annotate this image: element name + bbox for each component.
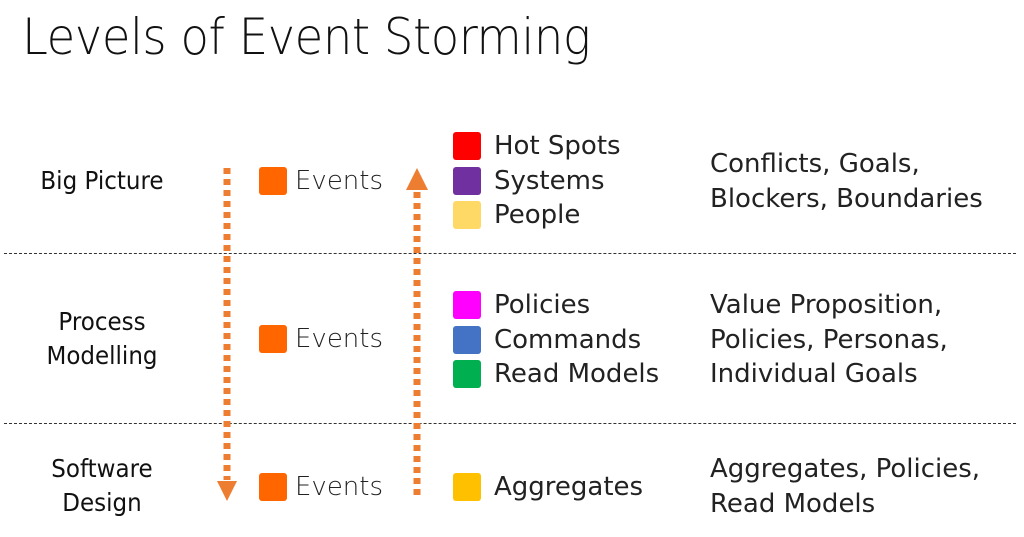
events-sticky-swatch — [259, 325, 287, 353]
level-process-modelling: Process Modelling — [10, 305, 194, 373]
level-name-line2: Design — [62, 488, 142, 517]
legend-label: Systems — [494, 165, 605, 196]
legend-label: Read Models — [494, 359, 660, 390]
events-label: Events — [295, 166, 384, 196]
level-big-picture: Big Picture — [10, 164, 194, 198]
legend-item-policies: Policies — [453, 288, 659, 323]
level-separator — [4, 423, 1016, 424]
legend-label: Commands — [494, 324, 642, 355]
aggregates-swatch — [453, 473, 481, 502]
systems-swatch — [453, 166, 481, 195]
events-sticky-swatch — [259, 473, 287, 501]
legend-item-systems: Systems — [453, 164, 621, 199]
level-name-line1: Process — [58, 307, 146, 336]
level-separator — [4, 253, 1016, 254]
legend-item-people: People — [453, 198, 621, 233]
big-picture-sticky-legend: Hot Spots Systems People — [453, 129, 621, 233]
events-item: Events — [259, 166, 383, 196]
process-modelling-sticky-legend: Policies Commands Read Models — [453, 288, 659, 392]
legend-label: People — [494, 200, 581, 231]
level-name: Big Picture — [40, 166, 164, 195]
events-label: Events — [295, 472, 384, 502]
level-software-design: Software Design — [10, 452, 194, 520]
level-name-line1: Software — [51, 454, 153, 483]
software-design-description: Aggregates, Policies, Read Models — [710, 454, 981, 519]
software-design-sticky-legend: Aggregates — [453, 470, 643, 505]
read-models-swatch — [453, 360, 481, 389]
people-swatch — [453, 201, 481, 230]
up-arrow-icon — [406, 168, 428, 496]
commands-swatch — [453, 325, 481, 354]
events-sticky-swatch — [259, 167, 287, 195]
legend-label: Aggregates — [494, 472, 644, 503]
hot-spots-swatch — [453, 132, 481, 161]
legend-label: Hot Spots — [494, 131, 621, 162]
big-picture-description: Conflicts, Goals, Blockers, Boundaries — [710, 149, 983, 214]
legend-item-commands: Commands — [453, 323, 659, 358]
events-item: Events — [259, 324, 383, 354]
legend-item-aggregates: Aggregates — [453, 470, 643, 505]
level-name-line2: Modelling — [46, 341, 158, 370]
process-modelling-description: Value Proposition, Policies, Personas, I… — [710, 290, 948, 389]
events-item: Events — [259, 472, 383, 502]
slide-title: Levels of Event Storming — [22, 8, 591, 66]
policies-swatch — [453, 291, 481, 320]
legend-label: Policies — [494, 290, 591, 321]
legend-item-read-models: Read Models — [453, 357, 659, 392]
events-label: Events — [295, 324, 384, 354]
down-arrow-icon — [217, 168, 237, 501]
legend-item-hot-spots: Hot Spots — [453, 129, 621, 164]
